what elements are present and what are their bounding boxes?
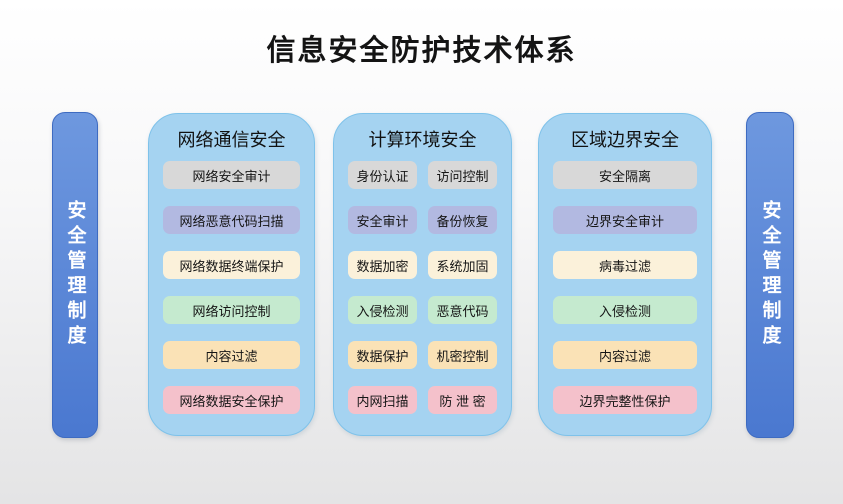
tech-item-row: 身份认证访问控制: [348, 161, 497, 189]
tech-item: 系统加固: [428, 251, 497, 279]
tech-item: 网络数据终端保护: [163, 251, 300, 279]
tech-item: 网络访问控制: [163, 296, 300, 324]
right-management-bar: 安全管理制度: [746, 112, 794, 438]
tech-item: 恶意代码: [428, 296, 497, 324]
column-items: 身份认证访问控制安全审计备份恢复数据加密系统加固入侵检测恶意代码数据保护机密控制…: [348, 161, 497, 414]
tech-item: 数据加密: [348, 251, 417, 279]
tech-item-row: 内网扫描防 泄 密: [348, 386, 497, 414]
tech-item: 边界安全审计: [553, 206, 697, 234]
tech-item: 网络恶意代码扫描: [163, 206, 300, 234]
tech-item: 备份恢复: [428, 206, 497, 234]
tech-item: 边界完整性保护: [553, 386, 697, 414]
tech-item: 网络安全审计: [163, 161, 300, 189]
tech-item: 安全审计: [348, 206, 417, 234]
column-items: 安全隔离边界安全审计病毒过滤入侵检测内容过滤边界完整性保护: [553, 161, 697, 414]
left-management-bar-label: 安全管理制度: [64, 200, 86, 350]
tech-item: 病毒过滤: [553, 251, 697, 279]
page-title: 信息安全防护技术体系: [266, 35, 577, 67]
column-network-communication-security: 网络通信安全网络安全审计网络恶意代码扫描网络数据终端保护网络访问控制内容过滤网络…: [148, 113, 315, 436]
left-management-bar: 安全管理制度: [52, 112, 98, 438]
tech-item: 身份认证: [348, 161, 417, 189]
column-header: 网络通信安全: [177, 130, 286, 150]
column-computing-environment-security: 计算环境安全身份认证访问控制安全审计备份恢复数据加密系统加固入侵检测恶意代码数据…: [333, 113, 512, 436]
tech-item: 数据保护: [348, 341, 417, 369]
tech-item: 防 泄 密: [428, 386, 497, 414]
column-items: 网络安全审计网络恶意代码扫描网络数据终端保护网络访问控制内容过滤网络数据安全保护: [163, 161, 300, 414]
tech-item: 访问控制: [428, 161, 497, 189]
tech-item: 安全隔离: [553, 161, 697, 189]
tech-item-row: 数据保护机密控制: [348, 341, 497, 369]
tech-item: 内网扫描: [348, 386, 417, 414]
tech-item: 机密控制: [428, 341, 497, 369]
tech-item: 网络数据安全保护: [163, 386, 300, 414]
right-management-bar-label: 安全管理制度: [759, 200, 781, 350]
tech-item: 内容过滤: [163, 341, 300, 369]
tech-item: 入侵检测: [348, 296, 417, 324]
column-header: 计算环境安全: [368, 130, 477, 150]
tech-item: 内容过滤: [553, 341, 697, 369]
tech-item: 入侵检测: [553, 296, 697, 324]
column-area-boundary-security: 区域边界安全安全隔离边界安全审计病毒过滤入侵检测内容过滤边界完整性保护: [538, 113, 712, 436]
tech-item-row: 入侵检测恶意代码: [348, 296, 497, 324]
tech-item-row: 安全审计备份恢复: [348, 206, 497, 234]
tech-item-row: 数据加密系统加固: [348, 251, 497, 279]
column-header: 区域边界安全: [571, 130, 679, 150]
